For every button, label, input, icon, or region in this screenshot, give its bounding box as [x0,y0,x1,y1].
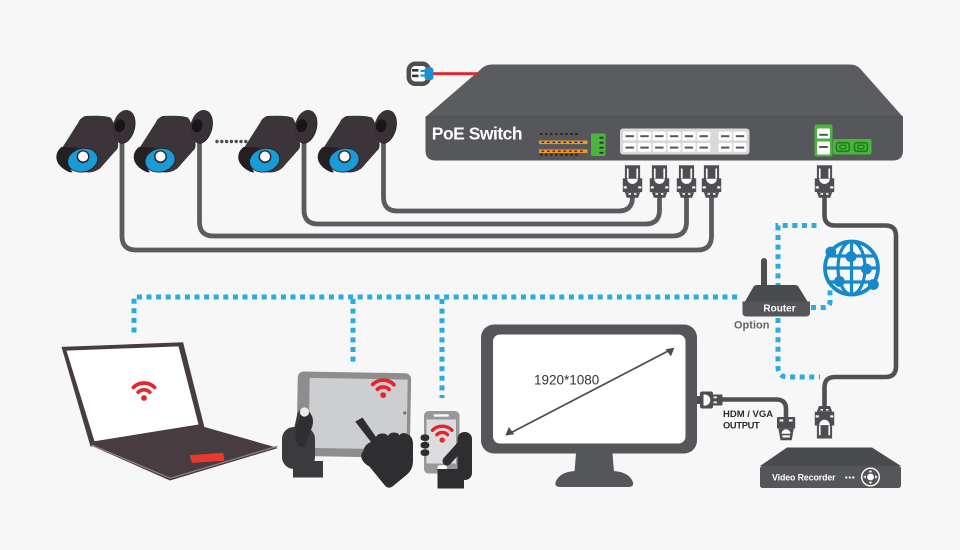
svg-text:OUTPUT: OUTPUT [723,421,760,431]
svg-text:HDM / VGA: HDM / VGA [723,409,773,420]
svg-text:Router: Router [763,303,795,314]
svg-text:PoE Switch: PoE Switch [432,124,522,144]
svg-text:1920*1080: 1920*1080 [534,373,599,388]
svg-text:Option: Option [734,319,770,331]
svg-text:Video Recorder: Video Recorder [772,473,836,483]
